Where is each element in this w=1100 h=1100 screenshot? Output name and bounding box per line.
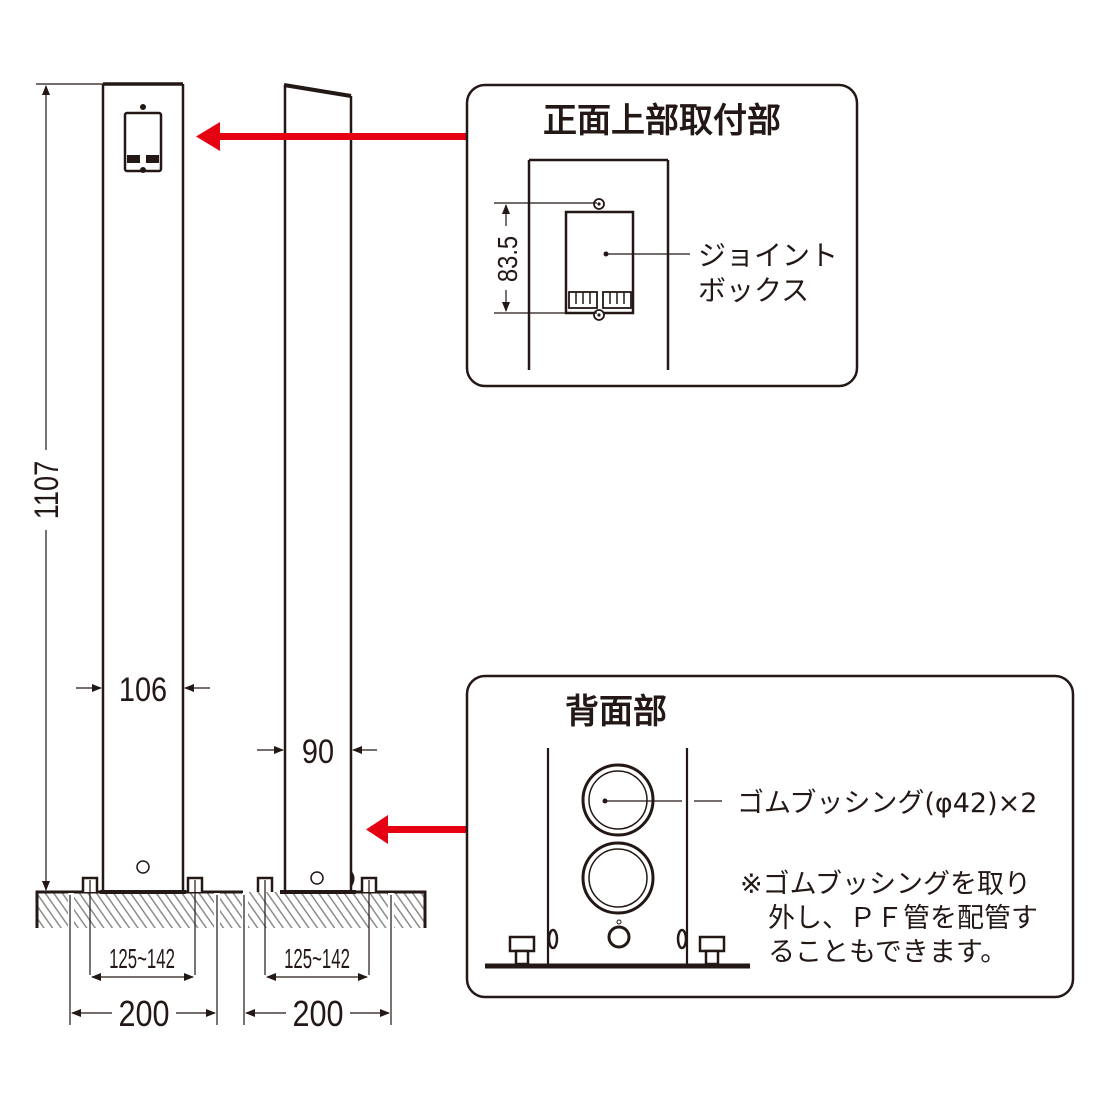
ground-hatch bbox=[37, 892, 425, 928]
height-dimension: 1107 bbox=[27, 83, 103, 891]
front-view-post bbox=[81, 82, 204, 975]
ground-section bbox=[35, 890, 427, 929]
base-width-right-label: 200 bbox=[292, 995, 343, 1035]
base-bolt bbox=[508, 935, 536, 966]
red-arrow-back bbox=[366, 815, 467, 844]
base-width-dimensions: 200 200 bbox=[69, 895, 392, 1035]
side-view-post bbox=[256, 83, 378, 975]
callout-back-box: 背面部 ゴムブッシング(φ42)×2 ※ゴ bbox=[465, 674, 1075, 999]
red-arrow-front bbox=[196, 122, 467, 151]
height-dim-label: 1107 bbox=[27, 461, 66, 519]
anchor-spacing-dimensions: 125~142 125~142 bbox=[91, 943, 368, 981]
front-width-label: 106 bbox=[119, 670, 167, 709]
anchor-spacing-left-label: 125~142 bbox=[109, 943, 175, 975]
callout-front-dimension: 83.5 bbox=[491, 236, 523, 282]
anchor-spacing-right-label: 125~142 bbox=[284, 943, 350, 975]
joint-box-label-line2: ボックス bbox=[698, 274, 809, 307]
rubber-bushing bbox=[581, 763, 655, 837]
base-bolt bbox=[698, 935, 726, 966]
joint-box-label-line1: ジョイント bbox=[698, 239, 838, 272]
junction-box bbox=[564, 198, 635, 321]
callout-front-box: 正面上部取付部 83.5 ジョイント ボックス bbox=[465, 83, 859, 388]
side-width-label: 90 bbox=[302, 732, 334, 771]
junction-box-small bbox=[123, 104, 163, 173]
note-line2: 外し、ＰＦ管を配管す bbox=[768, 903, 1038, 934]
callout-back-title: 背面部 bbox=[565, 692, 667, 732]
side-width-dimension: 90 bbox=[257, 732, 377, 771]
front-hole bbox=[136, 860, 150, 874]
note-line3: ることもできます。 bbox=[768, 937, 1007, 968]
side-hole bbox=[310, 871, 324, 885]
base-width-left-label: 200 bbox=[118, 995, 169, 1035]
rubber-bushing bbox=[581, 841, 655, 915]
note-line1: ※ゴムブッシングを取り bbox=[740, 869, 1031, 900]
bushing-label: ゴムブッシング(φ42)×2 bbox=[737, 788, 1037, 819]
front-width-dimension: 106 bbox=[76, 670, 210, 709]
callout-front-title: 正面上部取付部 bbox=[543, 101, 781, 141]
